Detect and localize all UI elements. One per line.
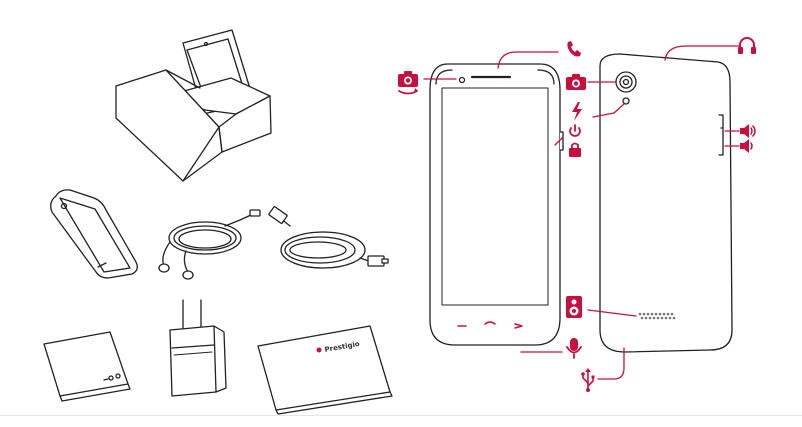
quick-guide-illustration: Prestigio [257,325,393,415]
charger-illustration [169,299,227,397]
microphone-icon [566,338,582,359]
usb-cable-illustration [268,206,389,269]
flash-icon [572,102,582,121]
back-cover-illustration [50,189,138,279]
lock-icon [569,142,581,157]
callout-lines [423,45,741,380]
phone-front-view [429,63,564,346]
usb-port-icon [581,368,595,392]
battery-illustration [43,331,131,402]
phone-in-box-illustration [115,29,272,182]
earpiece-phone-icon [567,41,581,57]
power-icon [569,124,581,137]
rear-camera-icon [566,74,586,90]
volume-up-icon [740,124,756,138]
volume-down-icon [740,139,753,153]
front-camera-icon [398,71,418,95]
phone-back-view [599,53,733,353]
bottom-divider [0,415,802,416]
loudspeaker-icon [566,296,582,318]
earphones-illustration [158,209,261,280]
headphone-jack-icon [738,37,756,54]
speaker-grille [638,312,676,320]
